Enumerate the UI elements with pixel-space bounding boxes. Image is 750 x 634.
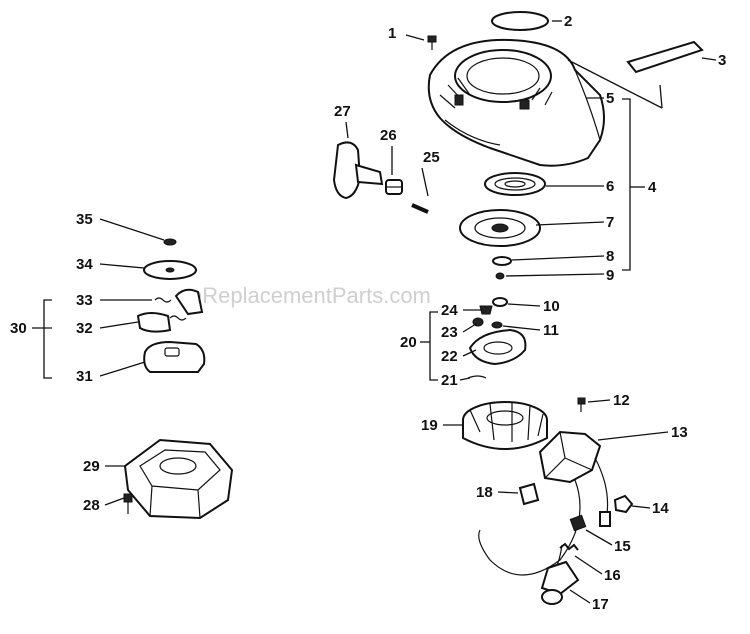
part-5-recoil-housing — [427, 38, 605, 167]
part-14-nut — [613, 494, 634, 514]
part-33-clip — [154, 288, 204, 321]
callout-29: 29 — [83, 458, 100, 475]
callout-13: 13 — [671, 424, 688, 441]
callout-1: 1 — [388, 25, 396, 42]
callout-16: 16 — [604, 567, 621, 584]
callout-5: 5 — [606, 90, 614, 107]
part-25-pin — [411, 203, 429, 214]
part-12-screw — [577, 397, 586, 412]
callout-11: 11 — [543, 322, 559, 339]
part-3-decal — [626, 40, 704, 74]
part-31-muffler-cover — [143, 340, 206, 373]
callout-14: 14 — [652, 500, 669, 517]
part-1-screw — [427, 35, 437, 50]
part-15-terminal — [569, 514, 587, 532]
part-13-ignition-coil — [478, 430, 611, 576]
callout-32: 32 — [76, 320, 93, 337]
part-28-bolt — [123, 493, 133, 514]
part-9-screw — [495, 272, 505, 280]
part-11-washer — [491, 321, 503, 329]
part-19-flywheel — [462, 401, 548, 450]
callout-4: 4 — [648, 179, 657, 196]
part-35-nut — [163, 238, 177, 246]
callout-33: 33 — [76, 292, 93, 309]
part-17-spark-plug-boot — [540, 560, 580, 605]
part-7-reel — [459, 209, 541, 247]
callout-10: 10 — [543, 298, 560, 315]
callout-18: 18 — [476, 484, 493, 501]
callout-23: 23 — [441, 324, 458, 341]
callout-21: 21 — [441, 372, 458, 389]
callout-27: 27 — [334, 103, 351, 120]
part-27-handle — [332, 141, 384, 200]
callout-28: 28 — [83, 497, 100, 514]
watermark: eReplacementParts.com — [190, 283, 431, 308]
part-29-muffler-body — [123, 438, 234, 520]
part-26-bushing — [385, 179, 403, 195]
part-2-label — [491, 11, 549, 31]
callout-25: 25 — [423, 149, 440, 166]
callout-15: 15 — [614, 538, 631, 555]
part-8-washer — [492, 256, 512, 266]
callout-19: 19 — [421, 417, 438, 434]
callout-9: 9 — [606, 267, 614, 284]
part-24-pawl — [479, 305, 493, 315]
callout-2: 2 — [564, 13, 572, 30]
part-32-bracket — [136, 312, 172, 333]
part-10-nut — [492, 297, 508, 307]
callout-8: 8 — [606, 248, 614, 265]
callout-22: 22 — [441, 348, 458, 365]
callout-6: 6 — [606, 178, 614, 195]
part-34-washer — [143, 260, 197, 280]
callout-24: 24 — [441, 302, 458, 319]
callout-17: 17 — [592, 596, 609, 613]
callout-3: 3 — [718, 52, 726, 69]
part-18-clamp — [518, 482, 540, 506]
callout-30: 30 — [10, 320, 27, 337]
part-16-spring — [559, 542, 579, 551]
part-6-spring — [484, 172, 546, 196]
callout-35: 35 — [76, 211, 93, 228]
callout-34: 34 — [76, 256, 93, 273]
part-22-pawl-carrier — [468, 328, 527, 366]
part-21-clip — [467, 375, 487, 379]
callout-12: 12 — [613, 392, 630, 409]
callout-7: 7 — [606, 214, 614, 231]
callout-20: 20 — [400, 334, 417, 351]
callout-31: 31 — [76, 368, 93, 385]
callout-26: 26 — [380, 127, 397, 144]
